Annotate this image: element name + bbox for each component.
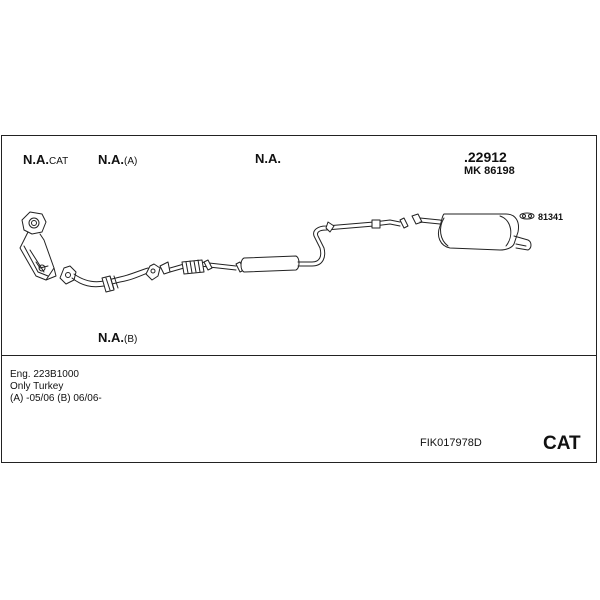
label-catalyst-suffix: CAT: [49, 156, 69, 167]
label-front-pipe-a-main: N.A.: [98, 152, 124, 167]
label-hanger-number: 81341: [538, 212, 564, 222]
diagram-frame: [1, 135, 597, 463]
rubber-hanger-part: [519, 212, 535, 220]
label-front-pipe-b-suffix: (B): [124, 334, 138, 345]
front-pipe-part: [59, 263, 161, 293]
label-rear-part-number: .22912: [464, 149, 507, 165]
label-middle-silencer: N.A.: [255, 151, 281, 166]
label-front-pipe-a: N.A.(A): [98, 152, 137, 168]
note-market: Only Turkey: [10, 381, 64, 392]
note-date-ranges: (A) -05/06 (B) 06/06-: [10, 393, 102, 404]
intermediate-pipe-part: [159, 259, 237, 275]
label-catalyst: N.A.CAT: [23, 152, 68, 168]
label-front-pipe-b-main: N.A.: [98, 330, 124, 345]
label-front-pipe-b: N.A.(B): [98, 330, 137, 346]
kit-code: FIK017978D: [420, 437, 482, 449]
label-catalyst-main: N.A.: [23, 152, 49, 167]
kit-type: CAT: [543, 433, 581, 454]
notes-divider: [1, 355, 597, 356]
label-front-pipe-a-suffix: (A): [124, 156, 138, 167]
application-notes: Eng. 223B1000 Only Turkey (A) -05/06 (B)…: [10, 369, 102, 405]
rear-silencer-part: [411, 213, 532, 251]
note-engine: Eng. 223B1000: [10, 369, 79, 380]
catalytic-converter-part: [19, 211, 57, 281]
middle-silencer-part: [235, 217, 409, 273]
label-mounting-kit: MK 86198: [464, 165, 515, 177]
